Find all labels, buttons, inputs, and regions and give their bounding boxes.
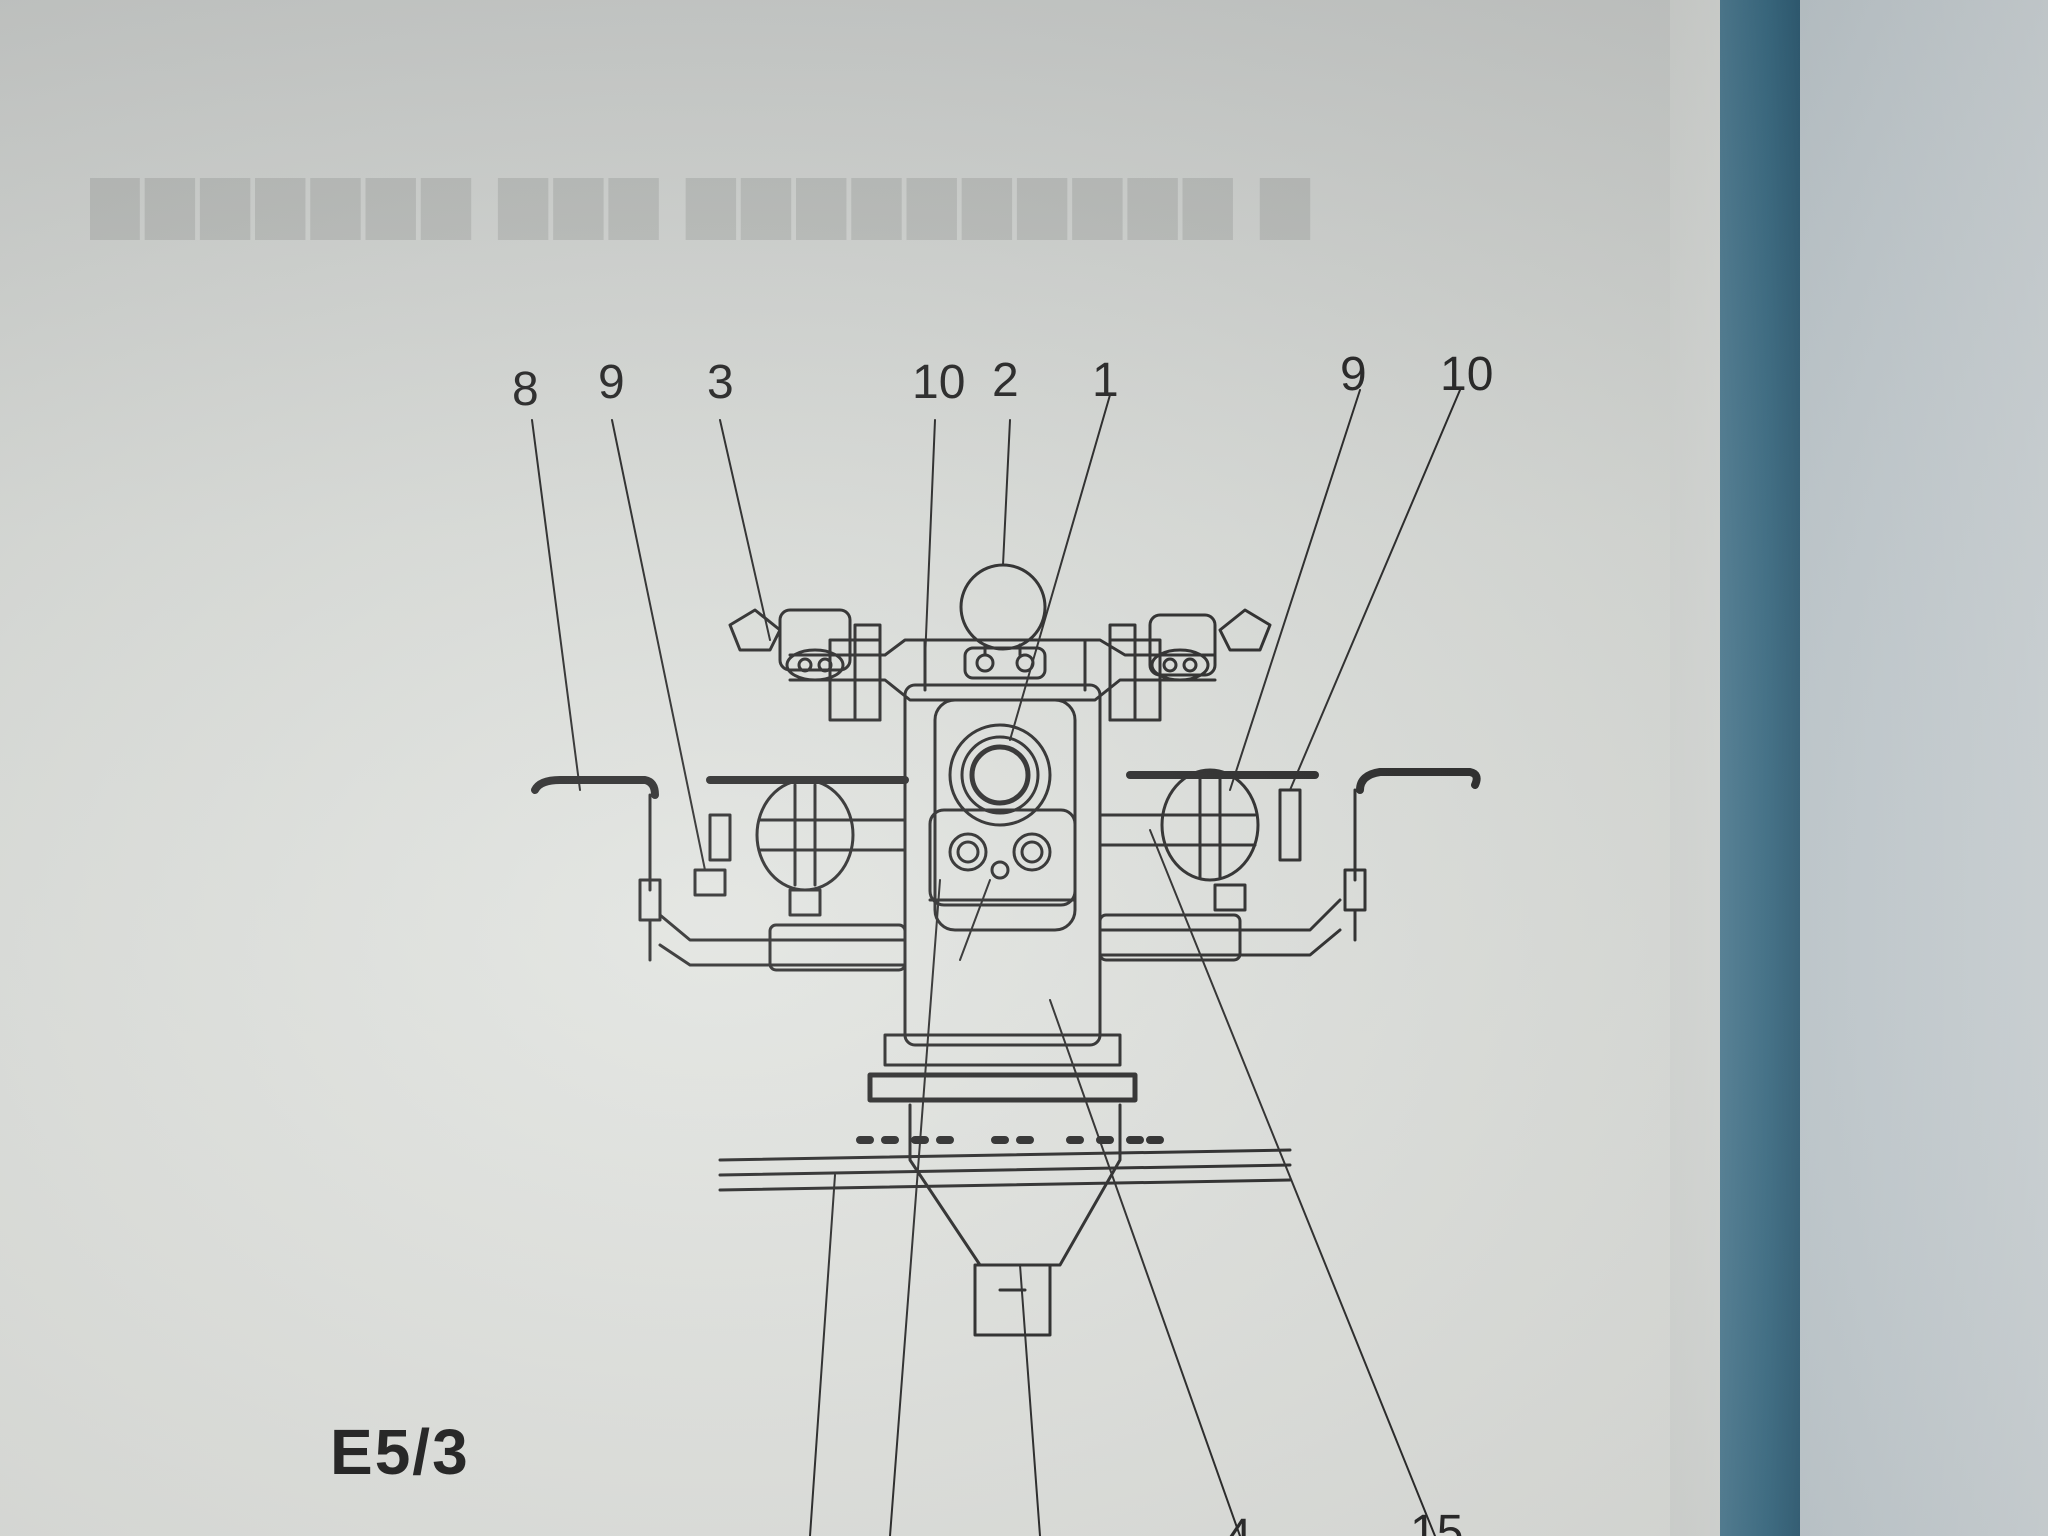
main-bore — [948, 723, 1052, 827]
lower-ports — [928, 808, 1077, 907]
callout-10-left: 10 — [912, 356, 965, 409]
callout-9-left: 9 — [598, 356, 625, 409]
rail — [718, 1136, 1292, 1192]
callout-numbers: 8 9 3 10 2 1 9 10 4 15 — [512, 348, 1493, 1536]
callout-2: 2 — [992, 354, 1019, 407]
base-flange — [867, 1033, 1138, 1103]
leader-lines — [531, 389, 1461, 1536]
callout-1: 1 — [1092, 354, 1119, 407]
left-arm — [658, 776, 909, 972]
background-surface — [1800, 0, 2048, 1536]
binder-spine — [1720, 0, 1800, 1536]
callout-10-right: 10 — [1440, 348, 1493, 401]
callout-8: 8 — [512, 363, 539, 416]
left-upper-bracket — [728, 608, 882, 722]
right-handle — [1343, 768, 1481, 942]
right-arm — [1098, 768, 1342, 962]
callout-15: 15 — [1410, 1506, 1463, 1536]
callout-3: 3 — [707, 356, 734, 409]
figure-label: E5/3 — [330, 1416, 470, 1488]
callout-4: 4 — [1225, 1510, 1252, 1536]
callout-9-right: 9 — [1340, 348, 1367, 401]
right-upper-bracket — [1108, 608, 1272, 722]
show-through-heading: ▇▇▇▇▇▇▇ ▇▇▇ ▇▇▇▇▇▇▇▇▇▇ ▇ — [90, 171, 1316, 240]
left-handle — [531, 776, 662, 962]
